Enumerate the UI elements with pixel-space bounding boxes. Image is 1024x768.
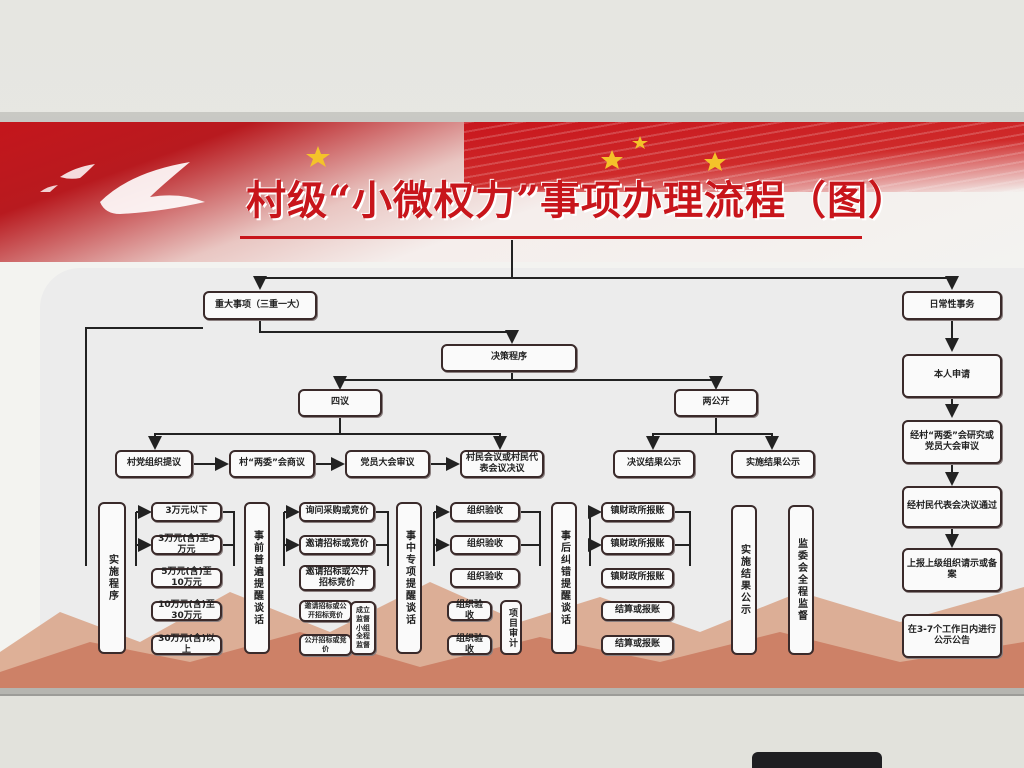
settlement-node: 镇财政所报账: [601, 568, 674, 588]
personal-application-node: 本人申请: [902, 354, 1002, 398]
report-superior-node: 上报上级组织请示或备案: [902, 548, 1002, 592]
method-node: 邀请招标或公开招标竞价: [299, 565, 375, 591]
acceptance-node: 组织验收: [450, 502, 520, 522]
implementation-procedure-node: 实施程序: [98, 502, 126, 654]
pre-reminder-talk-node: 事前普遍提醒谈话: [244, 502, 270, 654]
committee-review-node: 经村“两委”会研究或党员大会审议: [902, 420, 1002, 464]
star-icon: [601, 150, 623, 169]
acceptance-node: 组织验收: [447, 600, 492, 621]
major-matters-node: 重大事项（三重一大）: [203, 291, 317, 320]
amount-node: 3万元(含)至5万元: [151, 534, 222, 555]
amount-node: 30万元(含)以上: [151, 634, 222, 655]
party-congress-node: 党员大会审议: [345, 450, 430, 478]
method-node: 询问采购或竞价: [299, 502, 375, 522]
amount-node: 3万元以下: [151, 502, 222, 522]
acceptance-node: 组织验收: [450, 535, 520, 555]
flag-banner: [464, 122, 1024, 192]
method-node: 邀请招标或公开招标竞价: [299, 600, 352, 622]
four-deliberations-node: 四议: [298, 389, 382, 417]
star-icon: [704, 152, 726, 171]
representative-resolution-node: 经村民代表会决议通过: [902, 486, 1002, 528]
party-proposal-node: 村党组织提议: [115, 450, 193, 478]
routine-affairs-node: 日常性事务: [902, 291, 1002, 320]
doves-icon: [40, 162, 205, 214]
settlement-node: 镇财政所报账: [601, 535, 674, 555]
project-audit-node: 项目审计: [500, 600, 522, 655]
flow-connectors: [85, 240, 959, 566]
board-bottom-edge: [0, 688, 1024, 694]
method-node: 公开招标或竞价: [299, 634, 352, 656]
dark-object: [752, 752, 882, 768]
implementation-result-publicity-node: 实施结果公示: [731, 505, 757, 655]
acceptance-node: 组织验收: [447, 634, 492, 655]
resolution-publicity-node: 决议结果公示: [613, 450, 695, 478]
supervisory-committee-node: 监委会全程监督: [788, 505, 814, 655]
settlement-node: 结算或报账: [601, 635, 674, 655]
stars-decoration: [306, 136, 726, 171]
villager-resolution-node: 村民会议或村民代表会议决议: [460, 450, 544, 478]
implementation-publicity-node: 实施结果公示: [731, 450, 815, 478]
notice-board: 村级“小微权力”事项办理流程（图）: [0, 122, 1024, 688]
two-committees-node: 村“两委”会商议: [229, 450, 315, 478]
star-icon: [306, 146, 330, 167]
post-reminder-talk-node: 事后纠错提醒谈话: [551, 502, 577, 654]
acceptance-node: 组织验收: [450, 568, 520, 588]
page-title: 村级“小微权力”事项办理流程（图）: [246, 177, 910, 224]
settlement-node: 结算或报账: [601, 601, 674, 621]
supervision-group-node: 成立监督小组全程监督: [350, 601, 376, 655]
public-notice-node: 在3-7个工作日内进行公示公告: [902, 614, 1002, 658]
mid-reminder-talk-node: 事中专项提醒谈话: [396, 502, 422, 654]
amount-node: 5万元(含)至10万元: [151, 567, 222, 588]
decision-procedure-node: 决策程序: [441, 344, 577, 372]
star-icon: [632, 136, 648, 149]
method-node: 邀请招标或竞价: [299, 535, 375, 555]
flag-stripes: [464, 122, 1024, 192]
title-underline: [240, 236, 862, 239]
two-disclosures-node: 两公开: [674, 389, 758, 417]
amount-node: 10万元(含)至30万元: [151, 600, 222, 621]
settlement-node: 镇财政所报账: [601, 502, 674, 522]
